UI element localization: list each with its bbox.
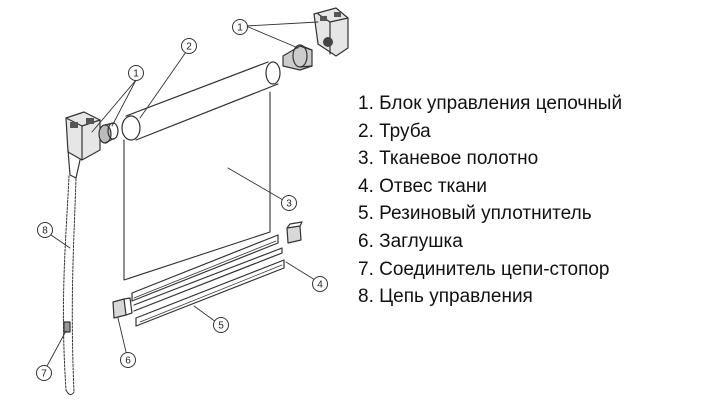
callout-label: 7 <box>41 369 47 380</box>
legend-item: 4. Отвес ткани <box>358 175 487 197</box>
callout-label: 2 <box>186 42 192 53</box>
fabric-panel <box>123 91 271 281</box>
callout-label: 1 <box>133 69 139 80</box>
callout-7: 7 <box>36 365 52 381</box>
roller-tube <box>121 61 281 141</box>
callout-4: 4 <box>312 276 328 292</box>
legend-item: 3. Тканевое полотно <box>358 148 539 170</box>
control-chain <box>62 175 77 396</box>
end-cap-left <box>112 297 133 319</box>
rubber-seal <box>135 259 285 327</box>
end-cap-right <box>286 221 303 244</box>
legend-item: 8. Цепь управления <box>358 286 533 308</box>
callout-label: 6 <box>125 356 131 367</box>
chain-control-unit <box>65 111 119 179</box>
legend-item: 1. Блок управления цепочный <box>358 93 623 114</box>
callout-label: 3 <box>286 199 292 210</box>
legend-item: 6. Заглушка <box>358 230 463 252</box>
leader-lines <box>46 21 319 367</box>
callout-5: 5 <box>213 317 229 333</box>
callout-label: 4 <box>317 280 323 291</box>
callout-6: 6 <box>120 352 136 368</box>
legend-item: 5. Резиновый уплотнитель <box>358 203 592 225</box>
callout-3: 3 <box>281 195 297 211</box>
legend-item: 7. Соединитель цепи-стопор <box>358 258 610 280</box>
parts-legend: 1. Блок управления цепочный 2. Труба 3. … <box>358 90 622 311</box>
callout-2: 2 <box>181 38 197 54</box>
bottom-rail <box>131 234 283 312</box>
chain-stopper <box>63 321 71 333</box>
callout-label: 8 <box>42 226 48 237</box>
callout-1-left: 1 <box>128 65 144 81</box>
callout-label: 1 <box>237 23 243 34</box>
right-bracket <box>282 7 349 71</box>
callout-1-right: 1 <box>232 19 248 35</box>
callout-8: 8 <box>37 222 53 238</box>
callout-label: 5 <box>218 321 224 332</box>
legend-item: 2. Труба <box>358 120 431 142</box>
